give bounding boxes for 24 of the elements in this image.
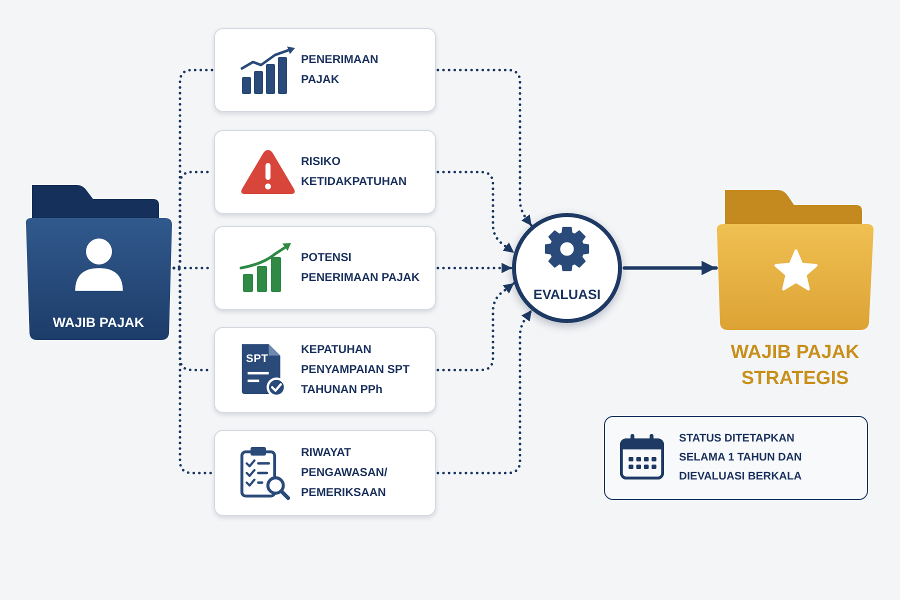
note-text: STATUS DITETAPKAN SELAMA 1 TAHUN DAN DIEVALUASI BERKALA [679,432,803,484]
category-card [214,28,436,112]
category-card [214,430,436,516]
dotted-arrow [436,282,516,372]
category-card [214,226,436,310]
dotted-arrow [436,68,533,228]
card-label: RISIKO KETIDAKPATUHAN [301,155,408,190]
process-circle [512,213,622,323]
dotted-arrow [436,170,516,254]
card-label: RIWAYAT PENGAWASAN/ PEMERIKSAAN [301,446,388,501]
dotted-arrow [436,308,533,474]
card-label: PENERIMAAN PAJAK [301,53,380,88]
note-box [604,416,868,500]
circle-label: EVALUASI [533,287,601,303]
category-card [214,327,436,413]
folder-label: WAJIB PAJAK [52,315,144,331]
folder-caption: WAJIB PAJAK STRATEGIS [730,341,860,391]
card-label: KEPATUHAN PENYAMPAIAN SPT TAHUNAN PPh [301,343,411,398]
document-label: SPT [246,353,268,366]
dotted-arrow [436,262,514,274]
arrow [622,260,718,276]
dotted-line [172,266,214,474]
card-label: POTENSI PENERIMAAN PAJAK [301,251,421,286]
category-card [214,130,436,214]
